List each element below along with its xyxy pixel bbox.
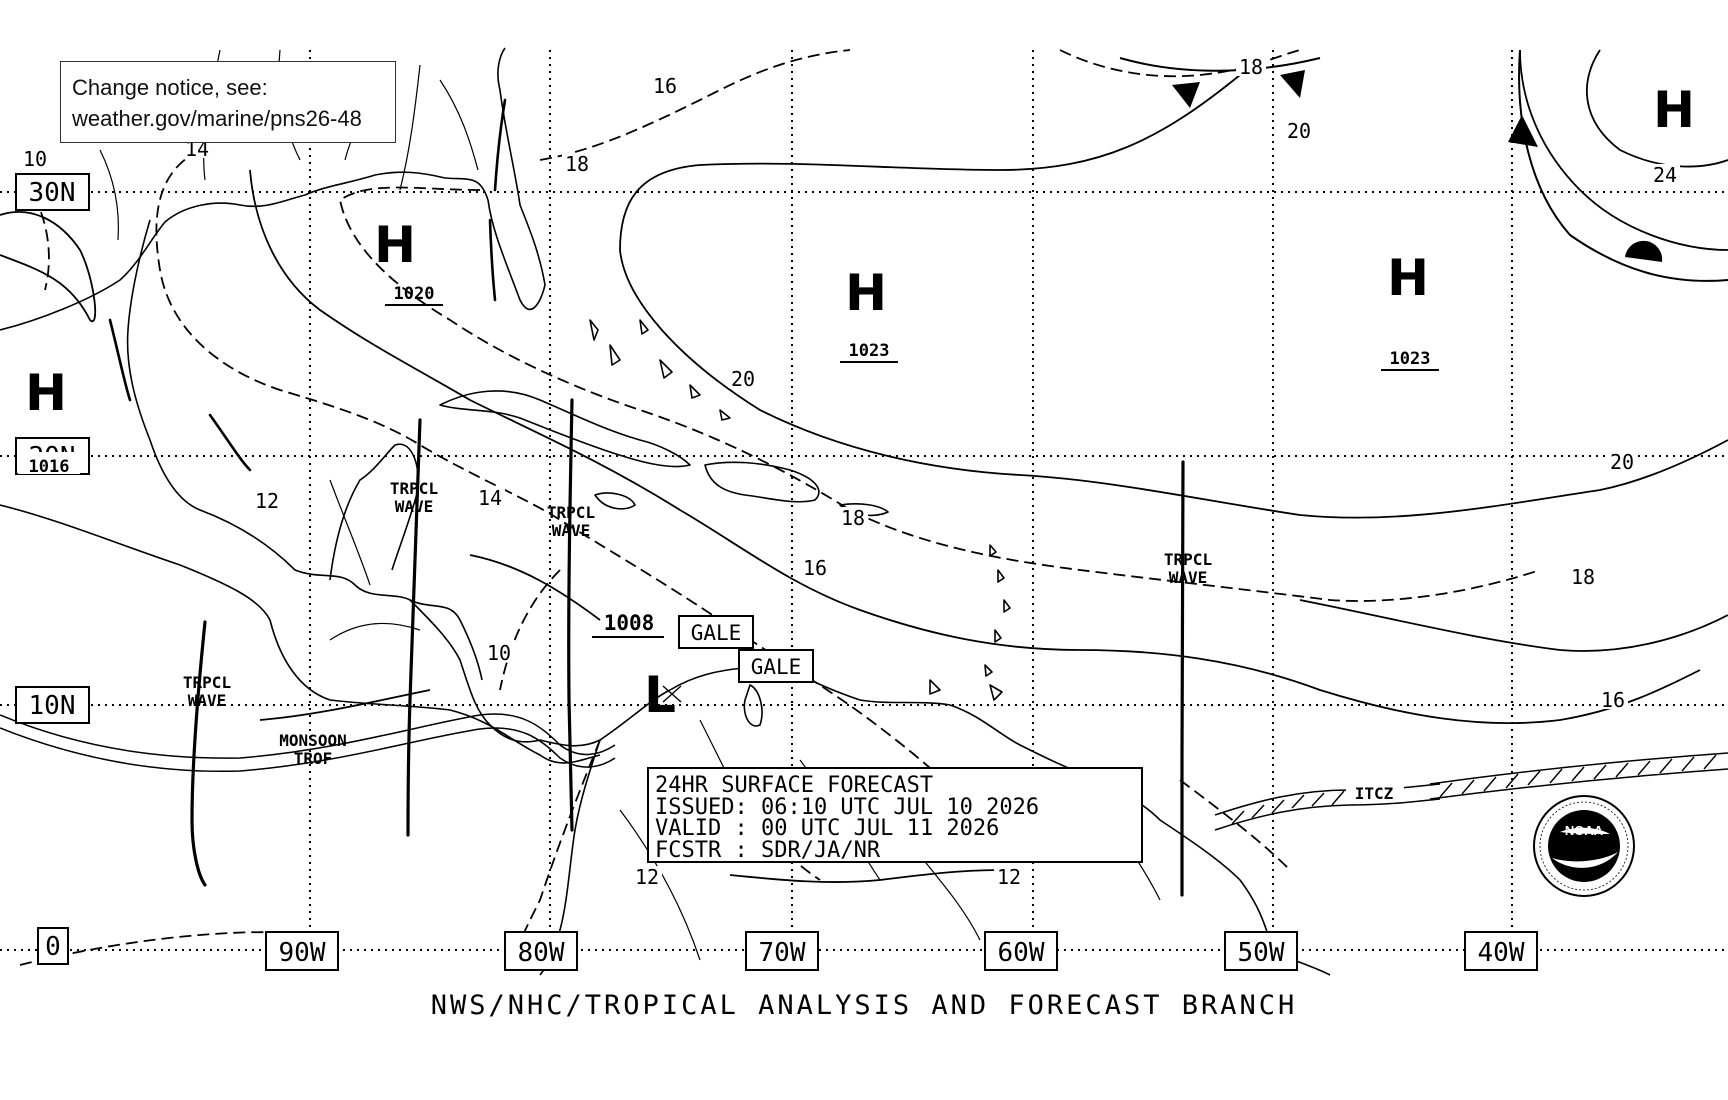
low-value-caribbean: 1008 — [604, 611, 655, 635]
isobar-label: 10 — [23, 147, 47, 171]
isobar-label: 16 — [1601, 688, 1625, 712]
isobar-label: 16 — [653, 74, 677, 98]
change-notice-box: Change notice, see: weather.gov/marine/p… — [60, 61, 396, 143]
high-center-gulf: H — [374, 216, 416, 274]
wave-label-w1: TRPCL — [183, 673, 231, 692]
change-notice-line1: Change notice, see: — [72, 75, 268, 100]
isobars-solid — [0, 49, 1728, 883]
wave-label-c1: TRPCL — [390, 479, 438, 498]
fronts — [1119, 49, 1728, 282]
isobar-label: 18 — [1239, 55, 1263, 79]
isobar-label: 14 — [478, 486, 502, 510]
wave-label-a1: TRPCL — [1164, 550, 1212, 569]
gale-warnings: GALE GALE — [678, 615, 814, 683]
high-center-central: H — [845, 264, 887, 322]
high-value-gulf: 1020 — [394, 284, 435, 304]
lat-10n-label: 10N — [29, 691, 76, 721]
isobar-label: 16 — [803, 556, 827, 580]
gale-label-1: GALE — [691, 621, 742, 645]
wave-label-a2: WAVE — [1169, 568, 1208, 587]
lon-50w-label: 50W — [1238, 938, 1285, 968]
itcz-hatching — [1231, 754, 1717, 825]
lat-30n-label: 30N — [29, 178, 76, 208]
itcz-label: ITCZ — [1355, 784, 1394, 803]
lat-0-label: 0 — [45, 932, 61, 962]
high-value-east: 1023 — [1390, 349, 1431, 369]
wave-label-c2: WAVE — [395, 497, 434, 516]
isobar-label: 20 — [731, 367, 755, 391]
forecast-issued: ISSUED: 06:10 UTC JUL 10 2026 — [655, 794, 1040, 820]
wave-label-w2: WAVE — [188, 691, 227, 710]
pressure-centers: H 1016 H 1020 H 1023 H 1023 H L 1008 — [18, 81, 1695, 724]
isobar-labels: 10 14 16 18 20 12 14 18 16 20 18 16 10 1… — [20, 55, 1680, 889]
forecast-title: 24HR SURFACE FORECAST — [655, 773, 934, 798]
isobar-label: 12 — [635, 865, 659, 889]
high-center-west: H — [25, 364, 67, 422]
wave-label-e1: TRPCL — [547, 503, 595, 522]
isobar-label: 10 — [487, 641, 511, 665]
gale-label-2: GALE — [751, 655, 802, 679]
high-center-northeast: H — [1653, 81, 1695, 139]
wave-label-e2: WAVE — [552, 521, 591, 540]
warm-front-semicircle — [1625, 240, 1663, 262]
isobar-label: 24 — [1653, 163, 1677, 187]
isobar-label: 12 — [255, 489, 279, 513]
isobar-label: 18 — [565, 152, 589, 176]
isobar-label: 20 — [1287, 119, 1311, 143]
footer-credit: NWS/NHC/TROPICAL ANALYSIS AND FORECAST B… — [430, 990, 1298, 1021]
isobar-label: 18 — [841, 506, 865, 530]
high-center-east: H — [1387, 249, 1429, 307]
feature-labels: TRPCL WAVE TRPCL WAVE TRPCL WAVE TRPCL W… — [183, 479, 1404, 803]
lon-40w-label: 40W — [1478, 938, 1525, 968]
noaa-logo-text: NOAA — [1565, 823, 1604, 838]
high-value-central: 1023 — [849, 341, 890, 361]
isobar-label: 18 — [1571, 565, 1595, 589]
tropical-wave-axes — [108, 98, 1185, 897]
high-value-west: 1016 — [29, 457, 70, 477]
lon-60w-label: 60W — [998, 938, 1045, 968]
monsoon-trough — [0, 713, 616, 773]
isobar-label: 12 — [997, 865, 1021, 889]
change-notice-link[interactable]: weather.gov/marine/pns26-48 — [72, 106, 362, 131]
lon-70w-label: 70W — [759, 938, 806, 968]
cold-front-barbs — [1172, 70, 1538, 147]
lon-80w-label: 80W — [518, 938, 565, 968]
monsoon-label-2: TROF — [294, 749, 333, 768]
noaa-logo: NOAA — [1533, 795, 1635, 897]
longitude-labels: 90W 80W 70W 60W 50W 40W — [265, 931, 1538, 971]
lon-90w-label: 90W — [279, 938, 326, 968]
itcz-band — [1214, 752, 1728, 831]
forecast-forecaster: FCSTR : SDR/JA/NR — [655, 837, 881, 863]
monsoon-label-1: MONSOON — [279, 731, 346, 750]
forecast-valid: VALID : 00 UTC JUL 11 2026 — [655, 816, 1000, 841]
isobar-label: 20 — [1610, 450, 1634, 474]
